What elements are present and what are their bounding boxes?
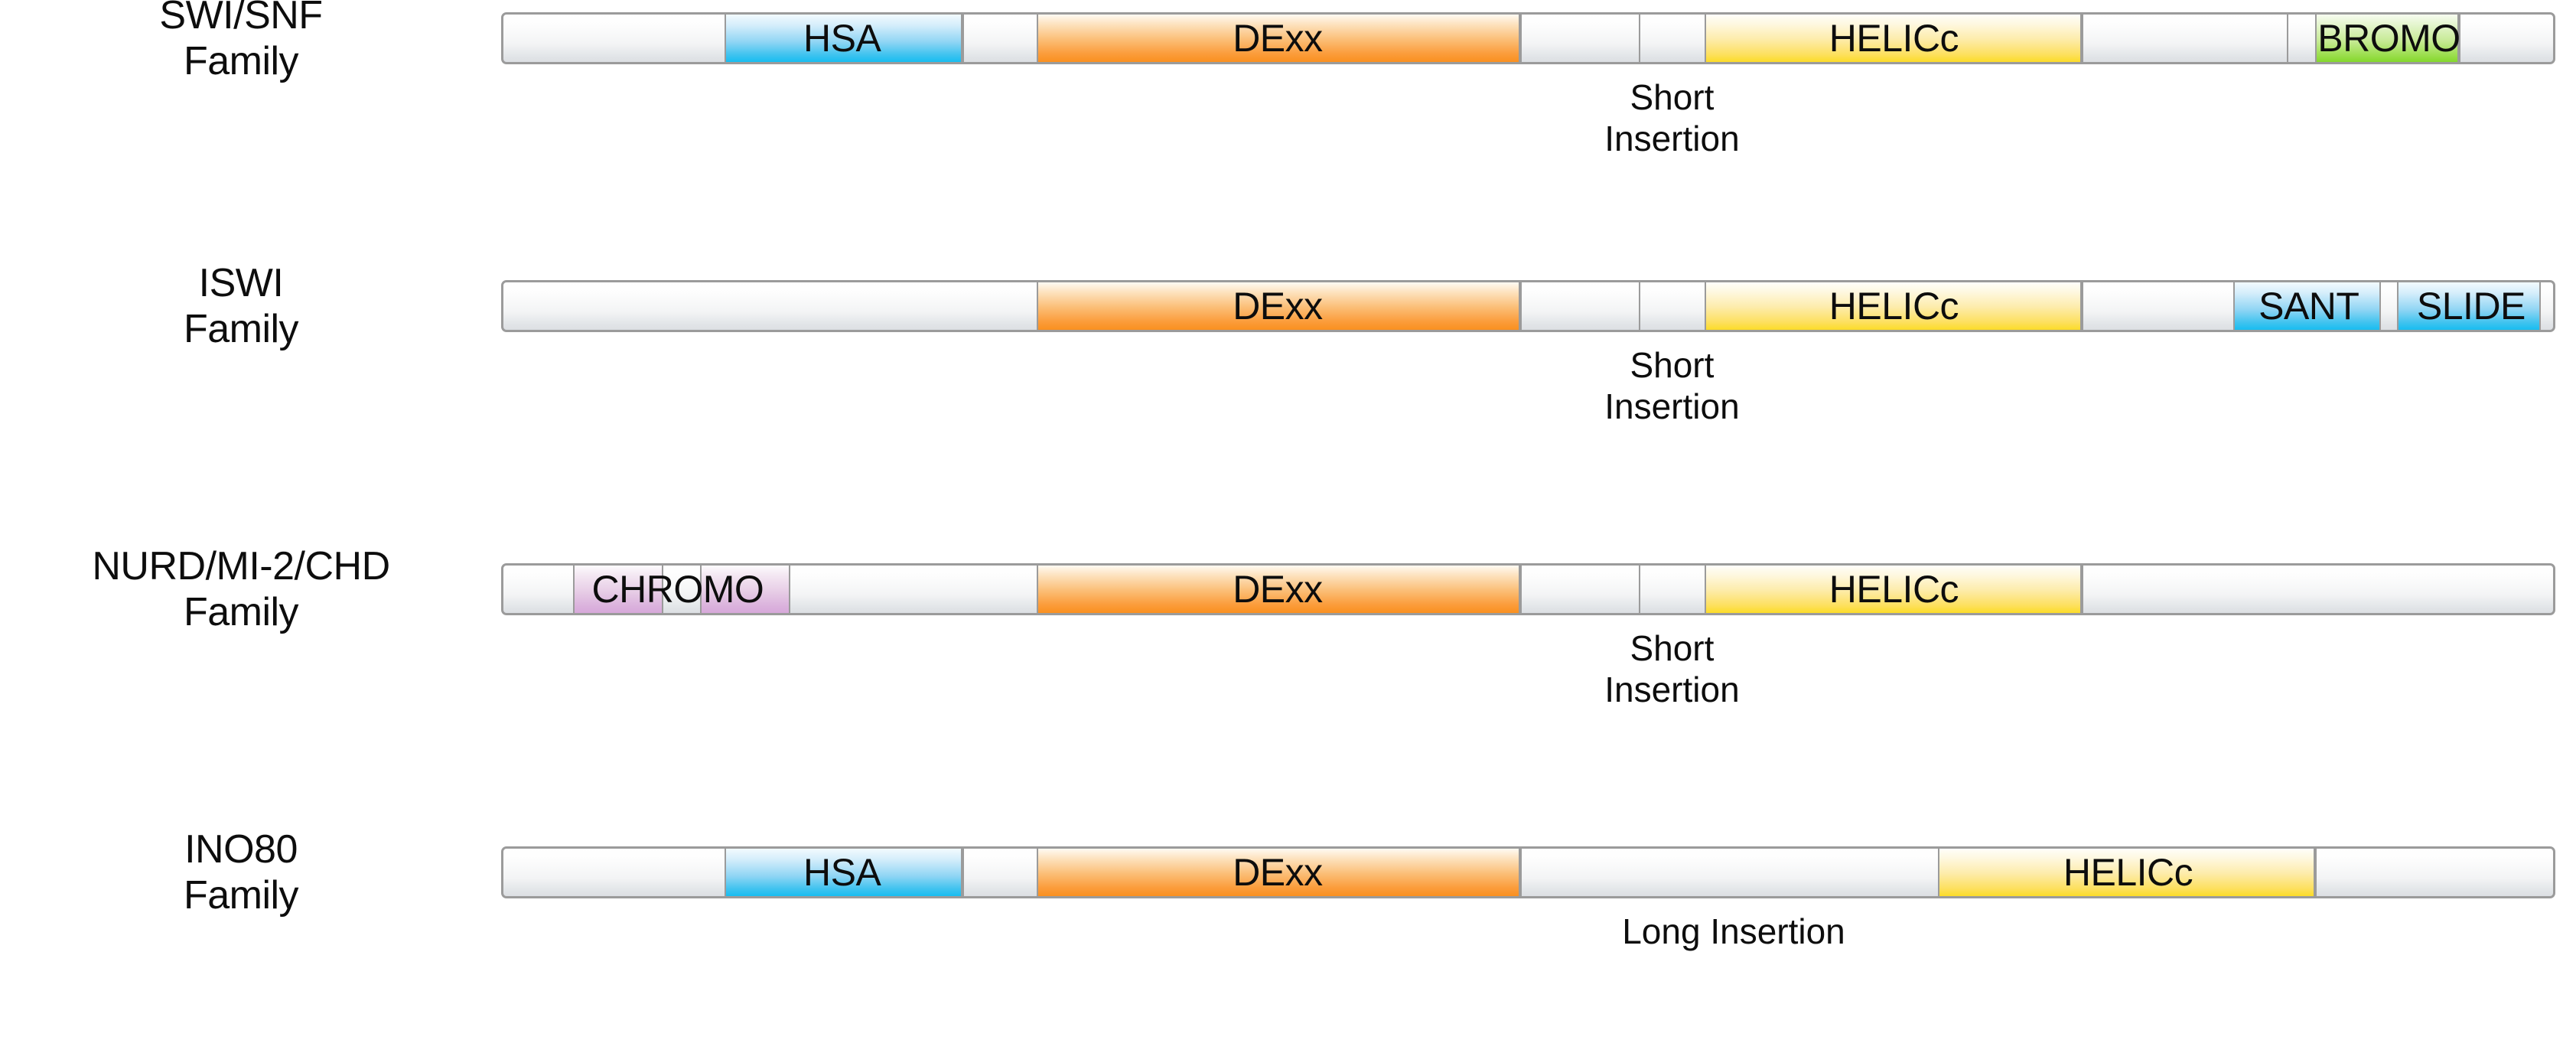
- linker-divider: [2081, 282, 2083, 330]
- insertion-note-line: Short: [1630, 77, 1715, 117]
- insertion-note-line: Insertion: [1604, 670, 1740, 710]
- protein-bar-ino80: [501, 846, 2555, 898]
- linker-divider: [2286, 15, 2288, 62]
- domain-block-dexx: [1036, 849, 1520, 896]
- domain-block-sant: [2233, 282, 2381, 330]
- family-label-line: Family: [183, 39, 299, 84]
- protein-bar-swi-snf: [501, 12, 2555, 64]
- domain-block-dexx: [1036, 566, 1520, 613]
- domain-block-chromo-2: [700, 566, 791, 613]
- linker-divider: [1519, 15, 1522, 62]
- insertion-note-line: Insertion: [1604, 119, 1740, 159]
- insertion-note-line: Short: [1630, 345, 1715, 385]
- insertion-note-line: Insertion: [1604, 386, 1740, 427]
- linker-divider: [2081, 15, 2083, 62]
- linker-divider: [1519, 566, 1522, 613]
- family-label-line: NURD/MI-2/CHD: [92, 544, 390, 588]
- linker-divider: [1639, 15, 1641, 62]
- domain-block-helicc: [1938, 849, 2316, 896]
- family-label-line: INO80: [184, 827, 298, 872]
- family-label-line: Family: [183, 873, 299, 918]
- linker-divider: [1639, 566, 1641, 613]
- family-label-line: SWI/SNF: [159, 0, 323, 37]
- domain-block-bromo: [2315, 15, 2459, 62]
- insertion-note-line: Short: [1630, 628, 1715, 668]
- protein-bar-nurd-mi2-chd: [501, 563, 2555, 615]
- insertion-note-line: Long Insertion: [1622, 911, 1845, 951]
- linker-divider: [962, 15, 965, 62]
- domain-block-slide: [2397, 282, 2541, 330]
- domain-block-helicc: [1704, 566, 2082, 613]
- family-label-line: ISWI: [198, 261, 284, 305]
- linker-divider: [2081, 566, 2083, 613]
- domain-block-hsa: [725, 849, 963, 896]
- domain-block-dexx: [1036, 282, 1520, 330]
- linker-divider: [2315, 849, 2317, 896]
- linker-divider: [1639, 282, 1641, 330]
- domain-block-chromo-1: [573, 566, 663, 613]
- domain-block-helicc: [1704, 282, 2082, 330]
- linker-divider: [1519, 282, 1522, 330]
- linker-divider: [2458, 15, 2460, 62]
- domain-block-helicc: [1704, 15, 2082, 62]
- protein-bar-iswi: [501, 280, 2555, 332]
- linker-divider: [962, 849, 965, 896]
- insertion-note-long-insertion: Long Insertion: [1428, 911, 2040, 952]
- family-label-line: Family: [183, 590, 299, 635]
- linker-divider: [1519, 849, 1522, 896]
- family-label-line: Family: [183, 307, 299, 352]
- domain-block-dexx: [1036, 15, 1520, 62]
- domain-block-hsa: [725, 15, 963, 62]
